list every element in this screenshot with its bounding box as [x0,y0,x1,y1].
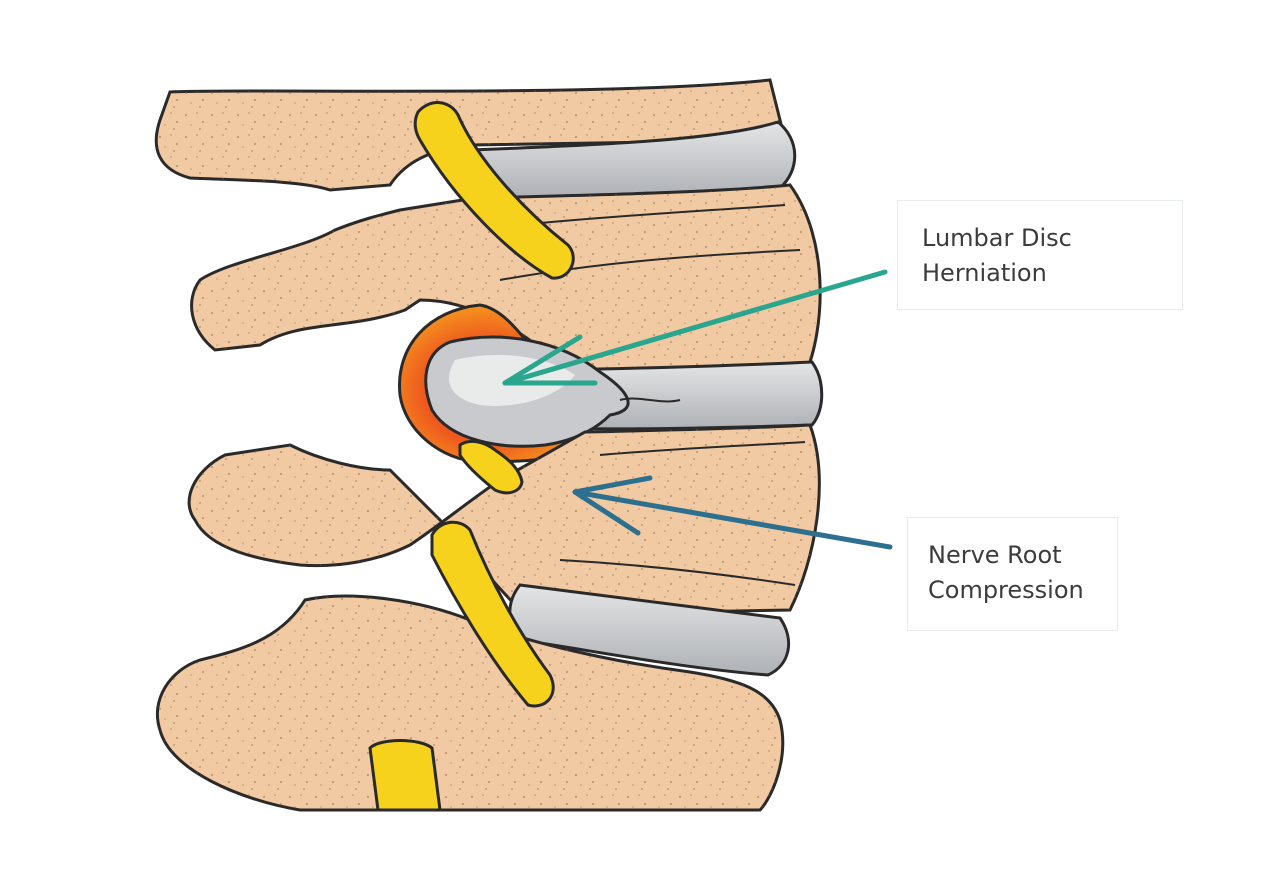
herniation-label-line1: Lumbar Disc [922,224,1072,252]
bottom-nerve-root [368,739,442,812]
compression-label-line1: Nerve Root [928,541,1062,569]
herniation-label: Lumbar Disc Herniation [897,200,1183,310]
compression-label: Nerve Root Compression [907,517,1118,631]
lower-vertebra [187,423,821,617]
herniation-arrow [502,269,888,386]
compression-arrow [572,475,893,550]
herniation-label-line2: Herniation [922,259,1047,287]
compressed-nerve-root [458,439,524,495]
compression-label-line2: Compression [928,576,1084,604]
upper-vertebra [154,78,787,192]
upper-nerve-root [413,101,575,280]
bottom-vertebra [155,594,785,812]
lower-nerve-root [430,520,555,708]
